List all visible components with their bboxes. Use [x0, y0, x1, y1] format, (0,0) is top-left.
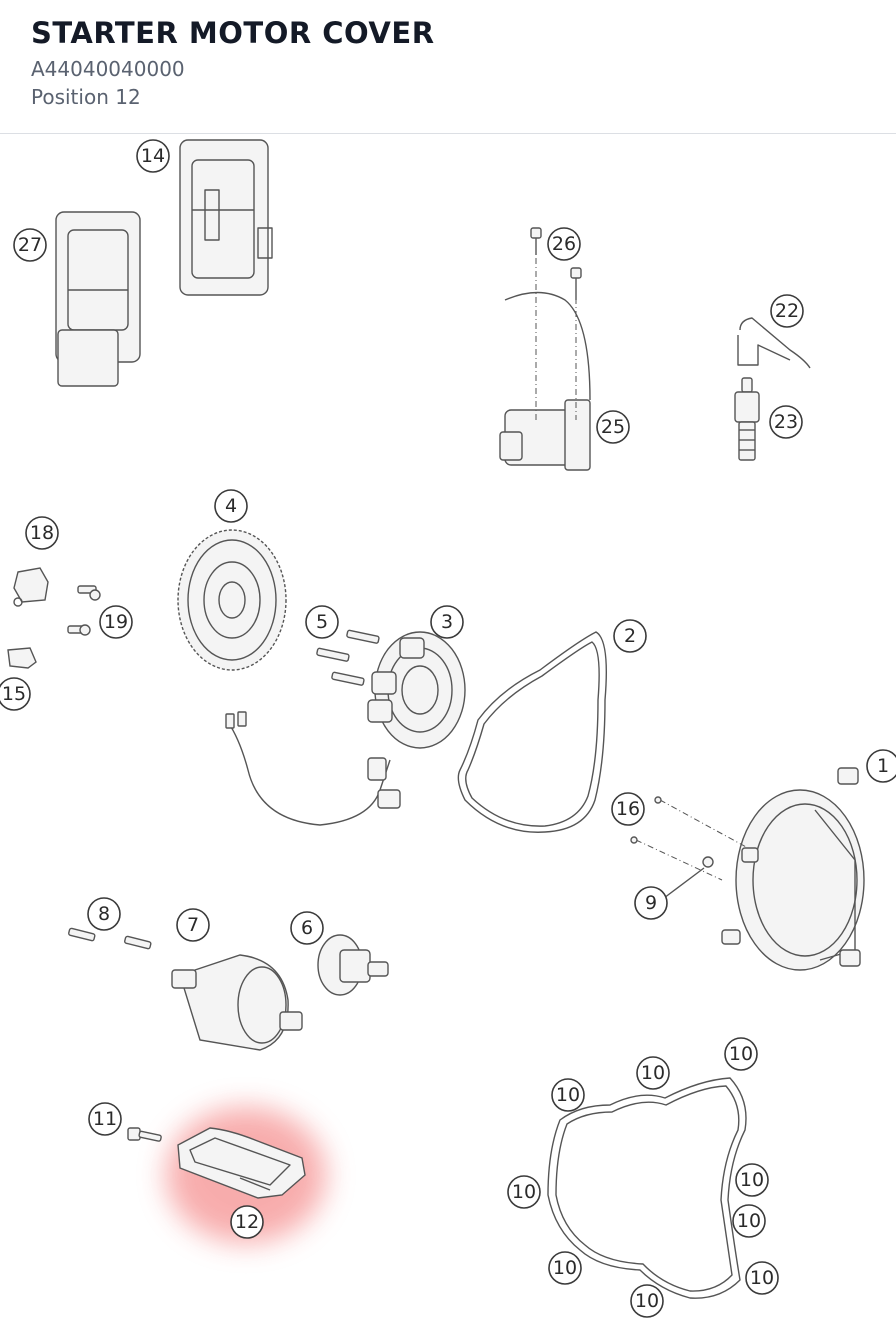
part-sensor-18[interactable]	[13, 567, 49, 607]
page-title: STARTER MOTOR COVER	[31, 16, 435, 50]
callout-10[interactable]: 10	[548, 1251, 582, 1285]
svg-text:10: 10	[635, 1290, 659, 1312]
page-header: STARTER MOTOR COVER A44040040000 Positio…	[0, 0, 896, 134]
svg-text:7: 7	[187, 914, 199, 936]
part-ecu-14[interactable]	[179, 139, 273, 296]
callout-27[interactable]: 27	[13, 228, 47, 262]
part-bolt-26[interactable]	[530, 227, 582, 420]
svg-text:10: 10	[512, 1181, 536, 1203]
part-ecu-27[interactable]	[55, 211, 141, 387]
callout-5[interactable]: 5	[305, 605, 339, 639]
part-15[interactable]	[7, 647, 37, 669]
svg-text:1: 1	[877, 755, 889, 777]
part-screw-16[interactable]	[630, 796, 749, 881]
callout-1[interactable]: 1	[866, 749, 896, 783]
part-starter-motor-7[interactable]	[171, 954, 303, 1051]
part-ignition-coil-25[interactable]	[499, 291, 591, 471]
svg-text:4: 4	[225, 495, 237, 517]
svg-text:10: 10	[737, 1210, 761, 1232]
callout-10[interactable]: 10	[551, 1078, 585, 1112]
svg-text:3: 3	[441, 611, 453, 633]
callout-19[interactable]: 19	[99, 605, 133, 639]
svg-text:23: 23	[774, 411, 798, 433]
callout-7[interactable]: 7	[176, 908, 210, 942]
callout-10[interactable]: 10	[735, 1163, 769, 1197]
svg-text:27: 27	[18, 234, 42, 256]
svg-text:10: 10	[641, 1062, 665, 1084]
svg-text:26: 26	[552, 233, 576, 255]
part-washer-9[interactable]	[663, 856, 714, 899]
svg-text:25: 25	[601, 416, 625, 438]
part-spark-plug-23[interactable]	[734, 377, 760, 461]
callout-12[interactable]: 12	[230, 1205, 264, 1239]
part-gasket-2[interactable]	[457, 631, 607, 833]
callout-10[interactable]: 10	[507, 1175, 541, 1209]
callout-23[interactable]: 23	[769, 405, 803, 439]
callout-9[interactable]: 9	[634, 886, 668, 920]
callout-11[interactable]: 11	[88, 1102, 122, 1136]
svg-text:9: 9	[645, 892, 657, 914]
callout-10[interactable]: 10	[630, 1284, 664, 1318]
callout-10[interactable]: 10	[636, 1056, 670, 1090]
part-bolt-8[interactable]	[68, 927, 152, 950]
callout-22[interactable]: 22	[770, 294, 804, 328]
position-label: Position 12	[31, 85, 141, 109]
svg-text:12: 12	[235, 1211, 259, 1233]
svg-text:2: 2	[624, 625, 636, 647]
part-starter-motor-cover-12[interactable]	[177, 1127, 306, 1199]
callout-18[interactable]: 18	[25, 516, 59, 550]
callout-26[interactable]: 26	[547, 227, 581, 261]
callout-8[interactable]: 8	[87, 897, 121, 931]
svg-text:10: 10	[553, 1257, 577, 1279]
callout-6[interactable]: 6	[290, 911, 324, 945]
svg-text:19: 19	[104, 611, 128, 633]
callout-16[interactable]: 16	[611, 792, 645, 826]
svg-text:11: 11	[93, 1108, 117, 1130]
callout-3[interactable]: 3	[430, 605, 464, 639]
part-gasket-10[interactable]	[547, 1077, 747, 1299]
svg-text:18: 18	[30, 522, 54, 544]
callout-10[interactable]: 10	[740, 1169, 764, 1191]
svg-text:10: 10	[729, 1043, 753, 1065]
svg-text:10: 10	[556, 1084, 580, 1106]
svg-text:10: 10	[740, 1169, 764, 1191]
callout-10[interactable]: 10	[724, 1037, 758, 1071]
part-stator-3[interactable]	[225, 631, 466, 826]
svg-text:10: 10	[750, 1267, 774, 1289]
part-number: A44040040000	[31, 57, 185, 81]
part-spark-plug-cap-22[interactable]	[737, 317, 811, 369]
callout-10[interactable]: 10	[732, 1204, 766, 1238]
callout-2[interactable]: 2	[613, 619, 647, 653]
callout-10[interactable]: 10	[745, 1261, 779, 1295]
svg-text:14: 14	[141, 145, 165, 167]
part-flywheel-4[interactable]	[177, 529, 287, 671]
svg-text:22: 22	[775, 300, 799, 322]
svg-text:6: 6	[301, 917, 313, 939]
svg-text:5: 5	[316, 611, 328, 633]
exploded-parts-diagram: 1 2 3 4 5 6 7 8 9 11 12 14 15 16 18 19 2	[0, 139, 896, 1318]
part-starter-drive-6[interactable]	[317, 934, 389, 996]
part-bolt-5[interactable]	[316, 629, 380, 686]
svg-text:8: 8	[98, 903, 110, 925]
callout-25[interactable]: 25	[596, 410, 630, 444]
callout-15[interactable]: 15	[0, 677, 31, 711]
callout-4[interactable]: 4	[214, 489, 248, 523]
part-bolt-11[interactable]	[127, 1127, 162, 1142]
svg-text:16: 16	[616, 798, 640, 820]
part-bolt-19[interactable]	[67, 585, 101, 636]
callout-14[interactable]: 14	[136, 139, 170, 173]
svg-text:15: 15	[2, 683, 26, 705]
part-generator-cover-1[interactable]	[721, 767, 865, 971]
